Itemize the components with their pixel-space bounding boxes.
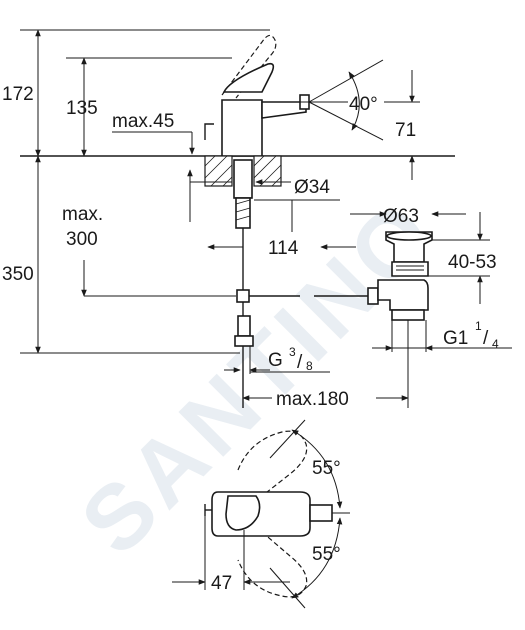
dimension-lever-angle-bottom: 55° (312, 544, 341, 565)
faucet-body (221, 99, 263, 157)
supply-thread-denominator: 8 (306, 359, 313, 373)
hose-nut (234, 335, 254, 347)
dimension-lever-angle-top: 55° (312, 458, 341, 479)
angle-top-arc (291, 429, 343, 509)
spray-angle-arc (348, 71, 360, 131)
dimension-supply-thread: G (268, 350, 283, 371)
dimension-supply-height: 350 (2, 264, 34, 285)
mounting-shank (233, 159, 253, 199)
angle-bottom-leader (269, 567, 306, 609)
spray-line-upper (308, 59, 384, 103)
waste-rod-clip (367, 287, 379, 305)
lever-swing-down (237, 531, 308, 598)
dimension-max-label: max. (62, 204, 103, 225)
dimension-spout-rise: 71 (395, 120, 416, 141)
supply-thread-numerator: 3 (289, 345, 296, 359)
lever-raised-outline (221, 34, 277, 99)
plan-view: 55° 55° 47 (172, 419, 350, 609)
dimension-overall-height: 172 (2, 84, 34, 105)
pop-up-rod (204, 123, 214, 140)
angle-bottom-arc (291, 517, 343, 599)
pipe-connector (236, 289, 250, 303)
dimension-lever-offset: max.45 (112, 111, 174, 132)
waste-thread-numerator: 1 (475, 319, 482, 333)
dimension-waste-diameter: Ø63 (383, 206, 419, 227)
dimension-max-value: 300 (66, 229, 98, 250)
supply-thread-slash: / (297, 352, 303, 373)
dimension-spout-height: 135 (66, 98, 98, 119)
flex-hose-lower (237, 315, 251, 337)
angle-top-leader (269, 419, 306, 459)
flex-hose-upper (235, 197, 251, 229)
dimension-lever-offset-plan: 47 (211, 573, 232, 594)
faucet-lever (222, 62, 275, 93)
dimension-waste-thread: G1 (443, 328, 468, 349)
side-elevation: 172 135 max.45 40° 71 (2, 29, 512, 410)
spray-line-lower (308, 101, 384, 141)
dimension-spout-reach: 114 (268, 238, 299, 259)
plan-lever (225, 495, 261, 531)
dimension-waste-range: 40-53 (448, 252, 497, 273)
plan-spout (309, 504, 333, 522)
waste-thread-slash: / (483, 328, 489, 349)
worktop-section (204, 155, 282, 187)
dimension-spray-angle: 40° (349, 94, 378, 115)
pop-up-waste (377, 231, 433, 321)
dimension-waste-reach: max.180 (276, 389, 349, 410)
dimension-hole-diameter: Ø34 (294, 177, 330, 198)
waste-thread-denominator: 4 (492, 337, 499, 351)
